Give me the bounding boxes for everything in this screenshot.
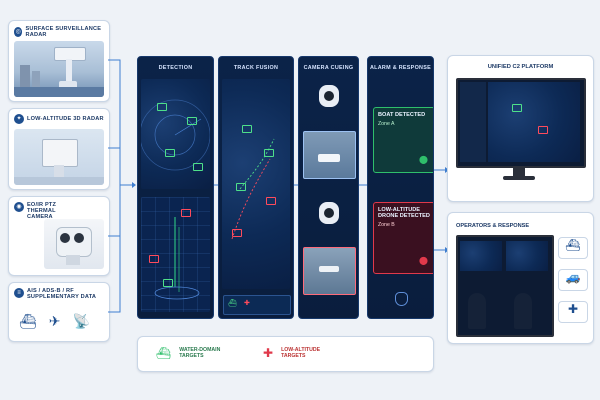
boat-icon: ⛴ <box>156 346 172 360</box>
stage-camera-cueing: CAMERA CUEING <box>298 56 359 319</box>
legend-bar: ⛴ WATER-DOMAIN TARGETS ✚ LOW-ALTITUDE TA… <box>137 336 434 372</box>
shield-icon <box>395 292 408 306</box>
legend-label: WATER-DOMAIN TARGETS <box>179 347 221 359</box>
alarm-title: LOW-ALTITUDE DRONE DETECTED <box>378 207 430 219</box>
radar-3d-view-air <box>141 197 210 312</box>
water-target-marker <box>157 103 167 111</box>
water-target-marker <box>512 104 522 112</box>
water-target-marker <box>193 163 203 171</box>
operators-title: OPERATORS & RESPONSE <box>456 223 530 229</box>
sensor-title: SURFACE SURVEILLANCE RADAR <box>25 26 102 38</box>
operator-silhouette <box>514 293 532 329</box>
camera-lens <box>324 91 334 101</box>
platform-title: UNIFIED C2 PLATFORM <box>487 64 554 70</box>
ship-icon: ⛴ <box>19 313 37 329</box>
data-icon: ≡ <box>14 288 24 298</box>
camera-lens <box>324 208 334 218</box>
location-pin-icon: ⬤ <box>419 155 428 164</box>
camera-icon: ◉ <box>14 202 24 212</box>
air-target-marker <box>538 126 548 134</box>
boat-image <box>318 154 340 162</box>
water-target-marker <box>165 149 175 157</box>
stage-title: ALARM & RESPONSE <box>369 65 432 71</box>
sensor-title: EO/IR PTZ THERMAL CAMERA <box>27 202 57 220</box>
operators-panel: OPERATORS & RESPONSE ⛴ 🚙 ✚ <box>447 212 594 344</box>
drone-icon: ✚ <box>567 302 579 316</box>
drone-image <box>319 266 339 272</box>
antenna-icon: 📡 <box>72 313 90 329</box>
alarm-card-drone[interactable]: LOW-ALTITUDE DRONE DETECTED Zone B ⬤ <box>373 202 433 274</box>
air-track-marker <box>232 229 242 237</box>
drone-icon: ✚ <box>244 300 250 307</box>
arrow-icon <box>132 182 136 188</box>
alarm-card-boat[interactable]: BOAT DETECTED Zone A ⬤ <box>373 107 433 173</box>
air-track-marker <box>266 197 276 205</box>
legend-water: ⛴ WATER-DOMAIN TARGETS <box>156 346 224 360</box>
stage-detection: DETECTION <box>137 56 214 319</box>
water-target-marker <box>163 279 173 287</box>
c2-monitor <box>456 78 586 168</box>
air-target-marker <box>149 255 159 263</box>
legend-label: LOW-ALTITUDE TARGETS <box>281 347 321 359</box>
stage-title: CAMERA CUEING <box>303 65 354 71</box>
vehicle-icon: 🚙 <box>565 270 581 284</box>
sensor-card-supplementary-data: ≡ AIS / ADS-B / RF SUPPLEMENTARY DATA ⛴ … <box>8 282 110 342</box>
camera-photo <box>44 219 104 269</box>
sensor-title: AIS / ADS-B / RF SUPPLEMENTARY DATA <box>27 288 97 300</box>
radar-photo <box>14 41 104 97</box>
operator-silhouette <box>468 293 486 329</box>
camera-feed-boat <box>303 131 356 179</box>
operations-room <box>456 235 554 337</box>
monitor-base <box>503 176 535 180</box>
alarm-zone: Zone B <box>378 222 395 228</box>
airplane-icon: ✈ <box>48 313 61 329</box>
radar-3d-photo <box>14 129 104 185</box>
camera-feed-drone <box>303 247 356 295</box>
c2-map <box>488 82 580 162</box>
stage-title: TRACK FUSION <box>233 65 279 71</box>
fusion-legend-box: ⛴ ✚ <box>223 295 291 315</box>
response-drone-card: ✚ <box>558 301 588 323</box>
radar-map-water <box>141 79 210 189</box>
drone-icon: ✚ <box>263 346 274 360</box>
water-track-marker <box>264 149 274 157</box>
location-pin-icon: ⬤ <box>419 256 428 265</box>
alarm-zone: Zone A <box>378 121 395 127</box>
response-vehicle-card: 🚙 <box>558 269 588 291</box>
monitor-stand <box>513 166 525 176</box>
radar-3d-icon: ✦ <box>14 114 24 124</box>
water-track-marker <box>242 125 252 133</box>
stage-title: DETECTION <box>158 65 193 71</box>
stage-alarm-response: ALARM & RESPONSE BOAT DETECTED Zone A ⬤ … <box>367 56 434 319</box>
water-track-marker <box>236 183 246 191</box>
sensor-card-surface-radar: ◎ SURFACE SURVEILLANCE RADAR <box>8 20 110 102</box>
boat-icon: ⛴ <box>565 238 581 252</box>
sensor-card-3d-radar: ✦ LOW-ALTITUDE 3D RADAR <box>8 108 110 190</box>
sensor-card-thermal-camera: ◉ EO/IR PTZ THERMAL CAMERA <box>8 196 110 276</box>
water-target-marker <box>187 117 197 125</box>
response-boat-card: ⛴ <box>558 237 588 259</box>
fusion-map <box>222 79 290 289</box>
legend-air: ✚ LOW-ALTITUDE TARGETS <box>263 346 326 360</box>
radar-icon: ◎ <box>14 27 23 37</box>
alarm-title: BOAT DETECTED <box>378 112 426 118</box>
sensor-title: LOW-ALTITUDE 3D RADAR <box>27 116 104 122</box>
c2-platform-panel: UNIFIED C2 PLATFORM <box>447 55 594 202</box>
boat-icon: ⛴ <box>228 300 237 307</box>
air-target-marker <box>181 209 191 217</box>
stage-track-fusion: TRACK FUSION ⛴ ✚ <box>218 56 294 319</box>
